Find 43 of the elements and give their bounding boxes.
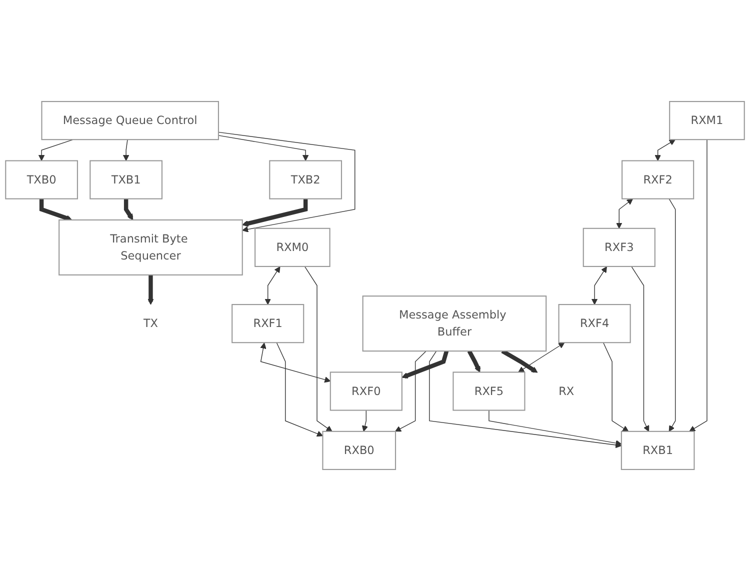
arrow xyxy=(304,266,332,432)
node-box: Message Assembly Buffer xyxy=(362,296,547,352)
arrow xyxy=(362,410,368,432)
arrow xyxy=(394,350,427,432)
node-box: RXF4 xyxy=(558,304,631,344)
arrow xyxy=(276,342,323,437)
arrow xyxy=(39,198,72,222)
node-box: RXB1 xyxy=(620,430,695,470)
arrow xyxy=(218,135,309,161)
arrow xyxy=(260,342,331,383)
node-box: TXB2 xyxy=(269,160,342,200)
node-box: RXB0 xyxy=(322,430,396,470)
node-box: TXB1 xyxy=(90,160,162,200)
arrow xyxy=(122,139,130,161)
node-box: RXF2 xyxy=(622,160,694,200)
arrow xyxy=(148,274,154,305)
node-box: TXB0 xyxy=(5,160,78,200)
arrow xyxy=(591,266,607,305)
arrow xyxy=(242,198,308,227)
arrow xyxy=(264,266,280,305)
node-text: RX xyxy=(558,384,574,398)
node-box: RXM1 xyxy=(669,100,745,140)
arrow xyxy=(429,350,622,448)
arrow xyxy=(689,139,708,432)
node-text: TX xyxy=(143,316,158,330)
arrow xyxy=(654,139,676,161)
arrow xyxy=(467,350,481,372)
node-box: RXF0 xyxy=(330,372,402,411)
node-box: Transmit Byte Sequencer xyxy=(58,219,243,276)
node-box: RXF5 xyxy=(452,372,526,411)
arrow xyxy=(124,198,134,220)
arrow xyxy=(602,342,629,432)
arrow xyxy=(518,342,565,372)
node-box: RXF1 xyxy=(232,304,304,344)
arrow xyxy=(488,410,622,446)
arrow xyxy=(218,132,356,232)
arrow xyxy=(402,350,449,379)
node-box: RXM0 xyxy=(254,228,330,267)
node-box: RXF3 xyxy=(582,228,656,267)
arrow xyxy=(616,198,634,229)
node-box: Message Queue Control xyxy=(41,100,219,140)
arrow xyxy=(668,198,676,432)
arrow xyxy=(631,266,650,432)
